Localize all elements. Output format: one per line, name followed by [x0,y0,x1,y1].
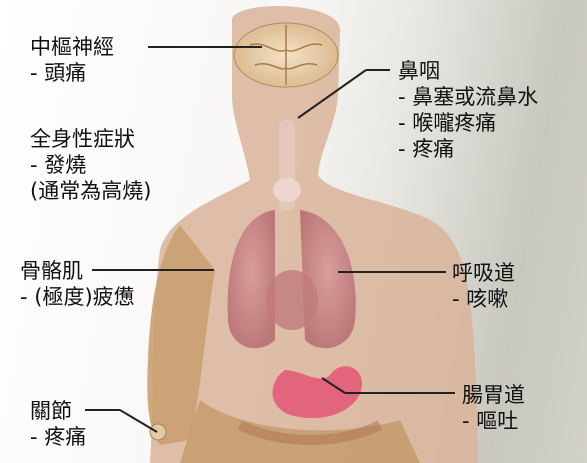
label-nasopharynx-item-0: - 鼻塞或流鼻水 [398,84,538,110]
label-systemic-title: 全身性症狀 [30,126,151,152]
label-gi: 腸胃道 - 嘔吐 [462,382,525,434]
label-nasopharynx: 鼻咽 - 鼻塞或流鼻水 - 喉嚨疼痛 - 疼痛 [398,58,538,162]
label-joints-item-0: - 疼痛 [30,424,86,450]
label-systemic-item-1: (通常為高燒) [30,178,151,204]
label-respiratory-item-0: - 咳嗽 [452,286,515,312]
label-systemic: 全身性症狀 - 發燒 (通常為高燒) [30,126,151,204]
label-muscle: 骨骼肌 - (極度)疲憊 [20,258,135,310]
label-nasopharynx-title: 鼻咽 [398,58,538,84]
label-nasopharynx-item-1: - 喉嚨疼痛 [398,110,538,136]
heart [266,270,318,330]
label-gi-item-0: - 嘔吐 [462,408,525,434]
label-muscle-title: 骨骼肌 [20,258,135,284]
label-joints: 關節 - 疼痛 [30,398,86,450]
label-cns: 中樞神經 - 頭痛 [30,34,114,86]
label-systemic-item-0: - 發燒 [30,152,151,178]
label-respiratory: 呼吸道 - 咳嗽 [452,260,515,312]
label-nasopharynx-item-2: - 疼痛 [398,136,538,162]
label-respiratory-title: 呼吸道 [452,260,515,286]
label-cns-item-0: - 頭痛 [30,60,114,86]
joint [150,424,166,440]
label-joints-title: 關節 [30,398,86,424]
label-gi-title: 腸胃道 [462,382,525,408]
label-cns-title: 中樞神經 [30,34,114,60]
label-muscle-item-0: - (極度)疲憊 [20,284,135,310]
